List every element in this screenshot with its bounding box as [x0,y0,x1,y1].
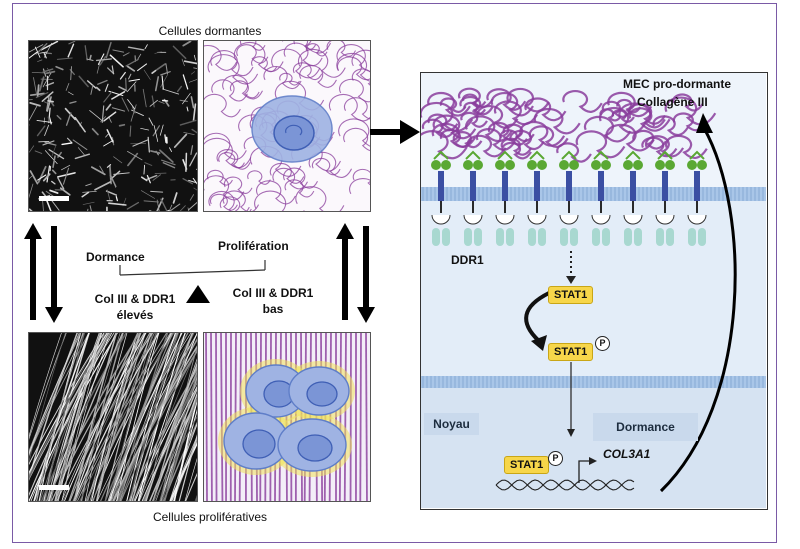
arrow-down-left [45,226,63,323]
phospho-marker-1: P [595,336,610,351]
dormant-micrograph-texture [29,41,197,211]
ddr1-label: DDR1 [451,253,484,267]
dormance-label: Dormance [86,250,145,264]
dormant-illustration [203,40,371,212]
phospho-marker-2: P [548,451,563,466]
mec-label-line2: Collagène III [637,95,708,109]
pathway-drawing [421,73,766,508]
proliferative-cells-title: Cellules prolifératives [152,510,268,524]
arrow-to-pathway [370,120,420,144]
balance-beam [119,269,266,276]
nucleus-label: Noyau [424,413,479,435]
low-label-line1: Col III & DDR1 [232,286,314,300]
proliferative-illustration [203,332,371,502]
stat1-upper: STAT1 [548,286,594,304]
stat1-phospho-nucleus: STAT1 [504,456,550,474]
scale-bar [39,196,69,201]
dormant-illustration-drawing [204,41,370,211]
dormant-micrograph [28,40,198,212]
scale-bar-bottom [39,485,69,490]
mec-label-line1: MEC pro-dormante [623,77,731,91]
high-label-line1: Col III & DDR1 [94,292,176,306]
pathway-panel: MEC pro-dormante Collagène III DDR1 STAT… [420,72,768,510]
dormance-box: Dormance [593,413,698,441]
proliferative-illustration-drawing [205,333,368,501]
arrow-up-left [24,223,42,320]
dormant-cells-title: Cellules dormantes [158,24,262,38]
stat1-phospho-cyto: STAT1 [548,343,594,361]
col3a1-gene-label: COL3A1 [603,447,651,461]
balance-diagram [24,223,375,323]
proliferative-micrograph [28,332,198,502]
proliferation-label: Prolifération [218,239,289,253]
proliferative-micrograph-texture [29,333,197,501]
low-label-line2: bas [262,302,284,316]
arrow-down-right [357,226,375,323]
arrow-up-right [336,223,354,320]
balance-fulcrum [186,285,210,303]
high-label-line2: élevés [116,308,154,322]
